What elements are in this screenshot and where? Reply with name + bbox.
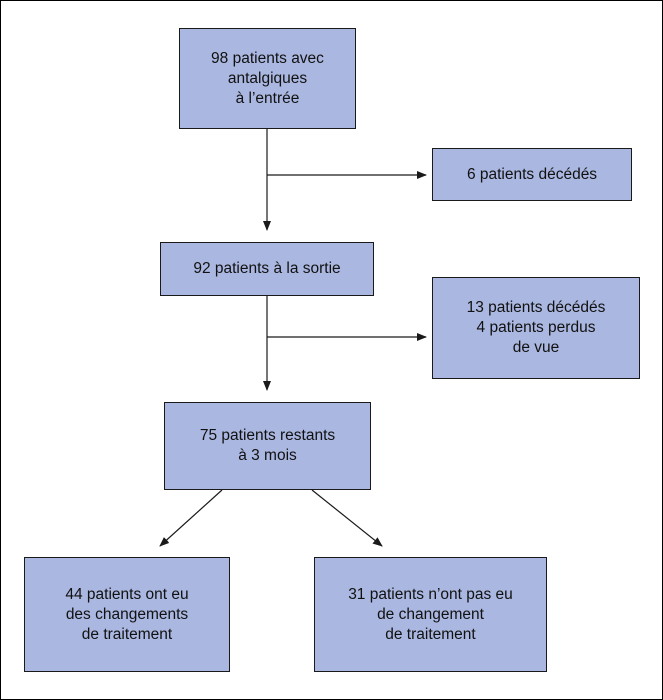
arrow-to-unchanged: [311, 489, 383, 547]
node-deceased-1: 6 patients décédés: [432, 148, 632, 201]
node-changed-label: 44 patients ont eu des changements de tr…: [65, 585, 189, 643]
node-remaining-label: 75 patients restants à 3 mois: [199, 427, 336, 464]
node-discharge: 92 patients à la sortie: [160, 242, 374, 296]
node-unchanged-label: 31 patients n’ont pas eu de changement d…: [348, 585, 513, 643]
node-entry: 98 patients avec antalgiques à l’entrée: [179, 28, 356, 129]
arrow-to-changed: [159, 489, 223, 547]
node-entry-label: 98 patients avec antalgiques à l’entrée: [211, 49, 324, 107]
node-unchanged: 31 patients n’ont pas eu de changement d…: [314, 557, 547, 672]
node-lost-label: 13 patients décédés 4 patients perdus de…: [466, 299, 606, 356]
node-lost: 13 patients décédés 4 patients perdus de…: [432, 277, 640, 379]
node-discharge-label: 92 patients à la sortie: [193, 260, 341, 277]
node-deceased-1-label: 6 patients décédés: [466, 165, 598, 183]
node-changed: 44 patients ont eu des changements de tr…: [24, 557, 230, 672]
node-remaining: 75 patients restants à 3 mois: [164, 402, 371, 490]
